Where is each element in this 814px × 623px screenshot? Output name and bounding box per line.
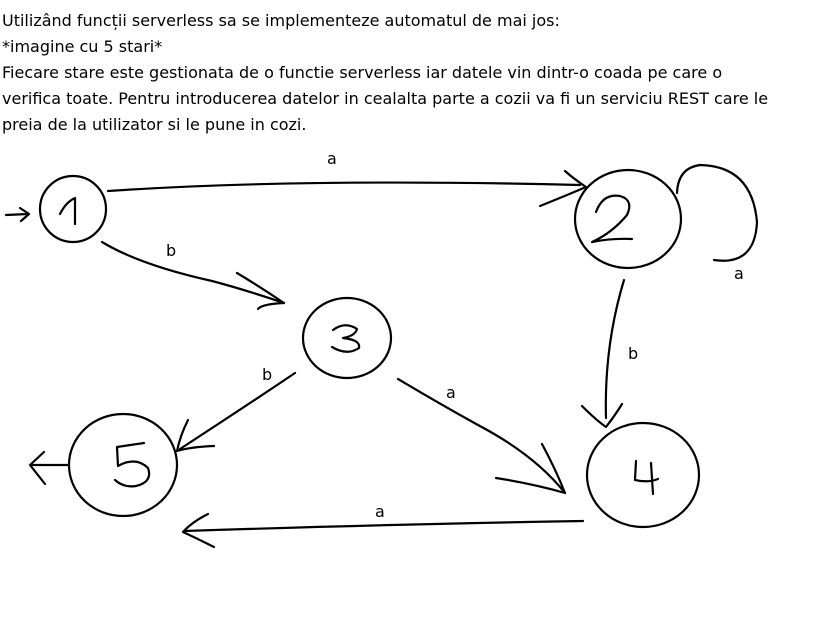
transition-2-loop (675, 163, 759, 262)
state-4 (585, 421, 701, 529)
label-3-to-5: b (262, 365, 272, 384)
statement-line-5: preia de la utilizator si le pune in coz… (2, 115, 307, 134)
state-1-glyph (58, 196, 77, 226)
transition-3-to-4 (396, 377, 567, 495)
state-1 (38, 174, 108, 244)
label-4-to-5: a (375, 502, 385, 521)
statement-line-1: Utilizând funcții serverless sa se imple… (2, 11, 560, 30)
start-arrow (4, 206, 31, 223)
state-2-glyph (590, 194, 634, 244)
statement-line-2: *imagine cu 5 stari* (2, 37, 163, 56)
label-3-to-4: a (446, 383, 456, 402)
transition-3-to-5 (175, 371, 297, 453)
label-2-to-4: b (628, 344, 638, 363)
label-1-to-2: a (327, 149, 337, 168)
transition-1-to-3 (100, 240, 286, 311)
state-5-glyph (113, 441, 151, 488)
label-2-loop: a (734, 264, 744, 283)
transition-4-to-5 (181, 512, 585, 549)
state-3-glyph (330, 324, 361, 353)
state-4-glyph (633, 459, 660, 496)
state-3 (301, 296, 393, 380)
statement-line-4: verifica toate. Pentru introducerea date… (2, 89, 769, 108)
problem-statement: Utilizând funcții serverless sa se imple… (2, 8, 810, 138)
state-2 (573, 168, 683, 270)
end-arrow (28, 450, 71, 486)
statement-line-3: Fiecare stare este gestionata de o funct… (2, 63, 723, 82)
state-5 (67, 412, 179, 518)
transition-2-to-4 (580, 278, 626, 429)
label-1-to-3: b (166, 241, 176, 260)
transition-1-to-2 (106, 169, 588, 208)
